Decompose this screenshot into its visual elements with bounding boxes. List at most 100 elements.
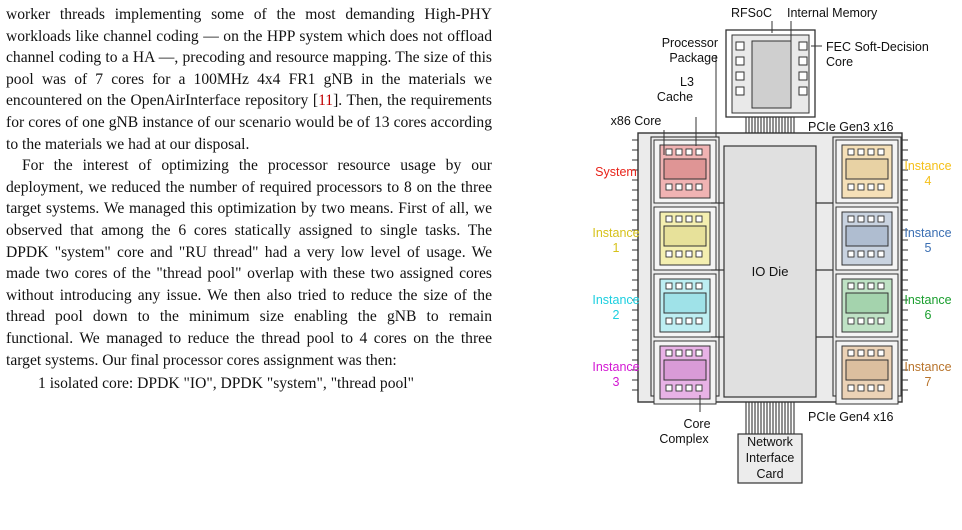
x86-core-box xyxy=(867,148,875,156)
x86-core-box xyxy=(685,282,693,290)
l3-cache-core xyxy=(663,359,707,381)
x86-core-box xyxy=(877,183,885,191)
x86-core-box xyxy=(867,215,875,223)
x86-core-box xyxy=(695,384,703,392)
fec-core-pad xyxy=(798,56,808,66)
instance-label: Instance xyxy=(592,360,639,374)
instance-number: 3 xyxy=(613,375,620,389)
fec-label-line2: Core xyxy=(826,55,853,69)
processor-label-line1: Processor xyxy=(662,36,718,50)
processor-label-line2: Package xyxy=(669,51,718,65)
l3-cache-core xyxy=(845,359,889,381)
leader-lines xyxy=(663,21,822,412)
core-complex-right-column xyxy=(832,136,902,405)
x86-core-box xyxy=(877,148,885,156)
instance-number: 2 xyxy=(613,308,620,322)
x86-core-box xyxy=(695,183,703,191)
x86-core-box xyxy=(695,148,703,156)
x86-core-box xyxy=(877,250,885,258)
x86-core-box xyxy=(695,282,703,290)
l3-cache-core xyxy=(663,292,707,314)
x86-core-box xyxy=(867,384,875,392)
x86-core-box xyxy=(847,183,855,191)
x86-core-box xyxy=(695,317,703,325)
x86-core-box xyxy=(665,349,673,357)
rfsoc-label: RFSoC xyxy=(731,6,772,20)
x86-core-box xyxy=(857,384,865,392)
x86-core-box xyxy=(877,384,885,392)
instance-label: Instance xyxy=(904,226,951,240)
l3-cache-core xyxy=(663,158,707,180)
x86-core-box xyxy=(695,215,703,223)
x86-core-box xyxy=(675,183,683,191)
x86-core-box xyxy=(857,282,865,290)
fec-core-pad xyxy=(798,41,808,51)
fec-core-pad xyxy=(798,71,808,81)
citation-link[interactable]: 11 xyxy=(318,92,334,110)
instance-label: Instance xyxy=(592,293,639,307)
x86-core-box xyxy=(847,148,855,156)
x86-core-box xyxy=(665,183,673,191)
x86-core-box xyxy=(675,250,683,258)
fec-cores xyxy=(735,41,808,96)
io-die-label: IO Die xyxy=(752,264,789,279)
x86-core-box xyxy=(665,250,673,258)
x86-core-box xyxy=(665,215,673,223)
x86-core-box xyxy=(867,349,875,357)
side-leads xyxy=(632,139,908,391)
x86-core-box xyxy=(867,250,875,258)
fec-core-pad xyxy=(735,71,745,81)
instance-label: Instance xyxy=(904,159,951,173)
x86-core-box xyxy=(867,282,875,290)
x86-core-box xyxy=(877,215,885,223)
x86-core-box xyxy=(695,250,703,258)
instance-labels: SystemInstance1Instance2Instance3Instanc… xyxy=(592,159,951,389)
core-complex-label-line2: Complex xyxy=(659,432,709,446)
x86-core-box xyxy=(857,349,865,357)
x86-core-box xyxy=(857,317,865,325)
l3-cache-core xyxy=(845,225,889,247)
l3-cache-core xyxy=(845,158,889,180)
x86-core-box xyxy=(685,384,693,392)
x86-core-box xyxy=(685,349,693,357)
x86-core-box xyxy=(847,215,855,223)
x86-core-box xyxy=(675,282,683,290)
instance-number: 4 xyxy=(925,174,932,188)
x86-core-box xyxy=(685,148,693,156)
x86-core-box xyxy=(847,250,855,258)
x86-core-box xyxy=(847,349,855,357)
instance-number: 7 xyxy=(925,375,932,389)
x86-core-box xyxy=(857,183,865,191)
nic-label-line3: Card xyxy=(756,467,783,481)
pcie-gen4-bus xyxy=(745,397,795,434)
x86-core-label: x86 Core xyxy=(611,114,662,128)
x86-core-box xyxy=(877,349,885,357)
x86-core-box xyxy=(877,282,885,290)
instance-number: 5 xyxy=(925,241,932,255)
body-text-column: worker threads implementing some of the … xyxy=(6,4,492,392)
x86-core-box xyxy=(675,384,683,392)
x86-core-box xyxy=(685,317,693,325)
x86-core-box xyxy=(847,282,855,290)
pcie4-label: PCIe Gen4 x16 xyxy=(808,410,894,424)
network-interface-card xyxy=(737,433,803,484)
fec-core-pad xyxy=(735,41,745,51)
l3-cache-core xyxy=(663,225,707,247)
x86-core-box xyxy=(867,317,875,325)
paragraph-1: worker threads implementing some of the … xyxy=(6,6,492,153)
x86-core-box xyxy=(665,317,673,325)
nic-label-line2: Interface xyxy=(746,451,795,465)
io-die xyxy=(723,145,817,398)
fec-core-pad xyxy=(735,86,745,96)
x86-core-box xyxy=(867,183,875,191)
x86-core-box xyxy=(665,148,673,156)
x86-core-box xyxy=(857,215,865,223)
l3-label-line1: L3 xyxy=(680,75,694,89)
x86-core-box xyxy=(675,148,683,156)
paragraph-2: For the interest of optimizing the proce… xyxy=(6,157,492,369)
instance-label: Instance xyxy=(592,226,639,240)
l3-label-line2: Cache xyxy=(657,90,693,104)
instance-label: Instance xyxy=(904,360,951,374)
instance-number: 6 xyxy=(925,308,932,322)
